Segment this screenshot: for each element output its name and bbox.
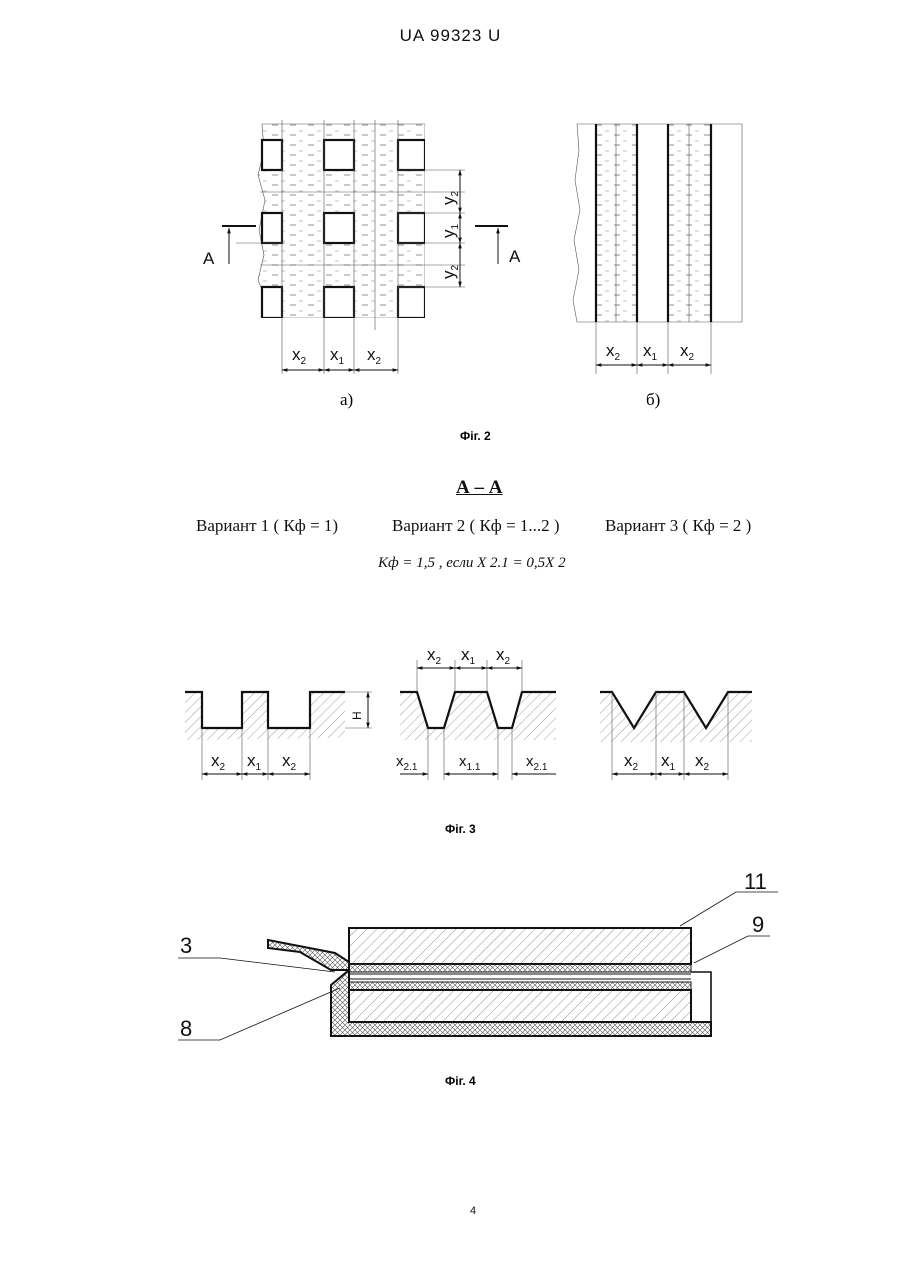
fig3-v2-x1-top: x1 (461, 645, 476, 667)
fig2a-y2-bottom-label: y2 (439, 265, 461, 280)
fig2a-x1-label: x1 (330, 345, 345, 367)
fig2b-x1-label: x1 (643, 341, 658, 363)
section-title: А – А (456, 477, 502, 499)
formula-text: Кф = 1,5 , если X 2.1 = 0,5X 2 (378, 555, 566, 572)
figure-2-drawing: x2 x1 x2 y2 y1 y2 А А x2 x1 x2 а) б) Фіг… (0, 0, 901, 460)
fig3-v3-x2-right: x2 (695, 751, 710, 773)
variant-3-label: Вариант 3 ( Кф = 2 ) (605, 516, 751, 536)
fig2-caption: Фіг. 2 (460, 429, 491, 443)
fig2a-x2-left-label: x2 (292, 345, 307, 367)
fig3-v3-x1: x1 (661, 751, 676, 773)
fig2a-x2-right-label: x2 (367, 345, 382, 367)
fig3-height-label: H (350, 711, 364, 720)
fig4-assembly (178, 892, 778, 1040)
fig3-v1-x2-left: x2 (211, 751, 226, 773)
fig2b-x2-left-label: x2 (606, 341, 621, 363)
fig3-v1-x2-right: x2 (282, 751, 297, 773)
fig2-panel-a-label: а) (340, 390, 353, 409)
figure-4-drawing: 11 9 3 8 Фіг. 4 (0, 860, 901, 1100)
fig4-caption: Фіг. 4 (445, 1074, 476, 1088)
fig2-panel-b-stripes (573, 124, 742, 374)
fig3-v2-x2-top-right: x2 (496, 645, 511, 667)
fig2a-y1-label: y1 (439, 224, 461, 239)
fig2b-x2-right-label: x2 (680, 341, 695, 363)
fig2-panel-b-label: б) (646, 390, 660, 409)
fig3-v3-x2-left: x2 (624, 751, 639, 773)
fig3-v2-x21-left: x2.1 (396, 753, 418, 773)
fig2a-y2-top-label: y2 (439, 191, 461, 206)
variant-2-label: Вариант 2 ( Кф = 1...2 ) (392, 516, 560, 536)
fig4-label-8: 8 (180, 1016, 192, 1041)
section-marker-left: А (203, 249, 215, 268)
figure-3-drawing: x2 x1 x2 H x2 x1 x2 x2.1 x1.1 x2.1 x2 x1… (0, 630, 901, 840)
fig4-label-3: 3 (180, 933, 192, 958)
fig3-caption: Фіг. 3 (445, 822, 476, 836)
fig4-label-11: 11 (744, 869, 767, 894)
fig3-v2-x2-top-left: x2 (427, 645, 442, 667)
page-number: 4 (470, 1205, 476, 1217)
fig3-v2-x11: x1.1 (459, 753, 481, 773)
fig4-label-9: 9 (752, 912, 764, 937)
fig3-v1-x1: x1 (247, 751, 262, 773)
variant3-profile (600, 692, 752, 780)
fig2-panel-a-grid (222, 120, 508, 374)
section-marker-right: А (509, 247, 521, 266)
variant-1-label: Вариант 1 ( Кф = 1) (196, 516, 338, 536)
fig3-v2-x21-right: x2.1 (526, 753, 548, 773)
